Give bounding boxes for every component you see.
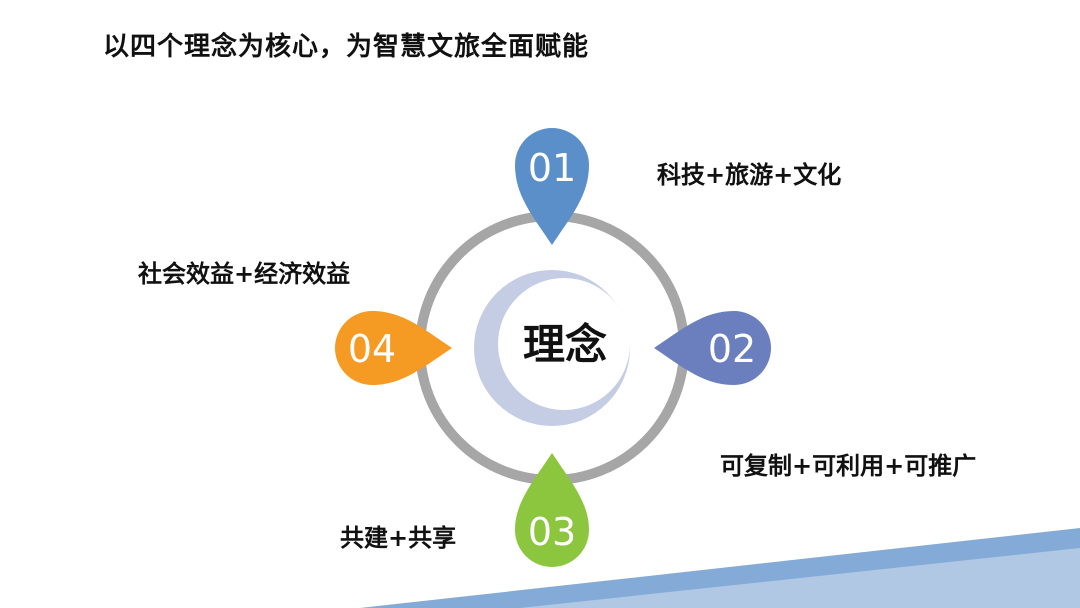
teardrop-pin-icon (335, 311, 452, 385)
item-02-text: 可复制+可利用+可推广 (720, 452, 977, 480)
decor-band-light (520, 548, 1080, 608)
pin-03: 03 (515, 453, 589, 567)
inner-ring-hole (498, 278, 630, 410)
pin-04: 04 (335, 311, 452, 385)
pin-01: 01 (515, 128, 589, 245)
item-01-text: 科技+旅游+文化 (657, 161, 842, 189)
pin-02: 02 (654, 311, 771, 385)
center-label: 理念 (522, 320, 607, 369)
teardrop-pin-icon (515, 453, 589, 567)
item-04-text: 社会效益+经济效益 (138, 260, 351, 288)
pin-04-number: 04 (348, 327, 396, 371)
pin-02-number: 02 (708, 327, 756, 371)
pin-01-number: 01 (528, 146, 576, 190)
teardrop-pin-icon (515, 128, 589, 245)
pin-03-number: 03 (528, 510, 576, 554)
item-03-text: 共建+共享 (340, 524, 457, 552)
page-title: 以四个理念为核心，为智慧文旅全面赋能 (103, 32, 590, 62)
teardrop-pin-icon (654, 311, 771, 385)
